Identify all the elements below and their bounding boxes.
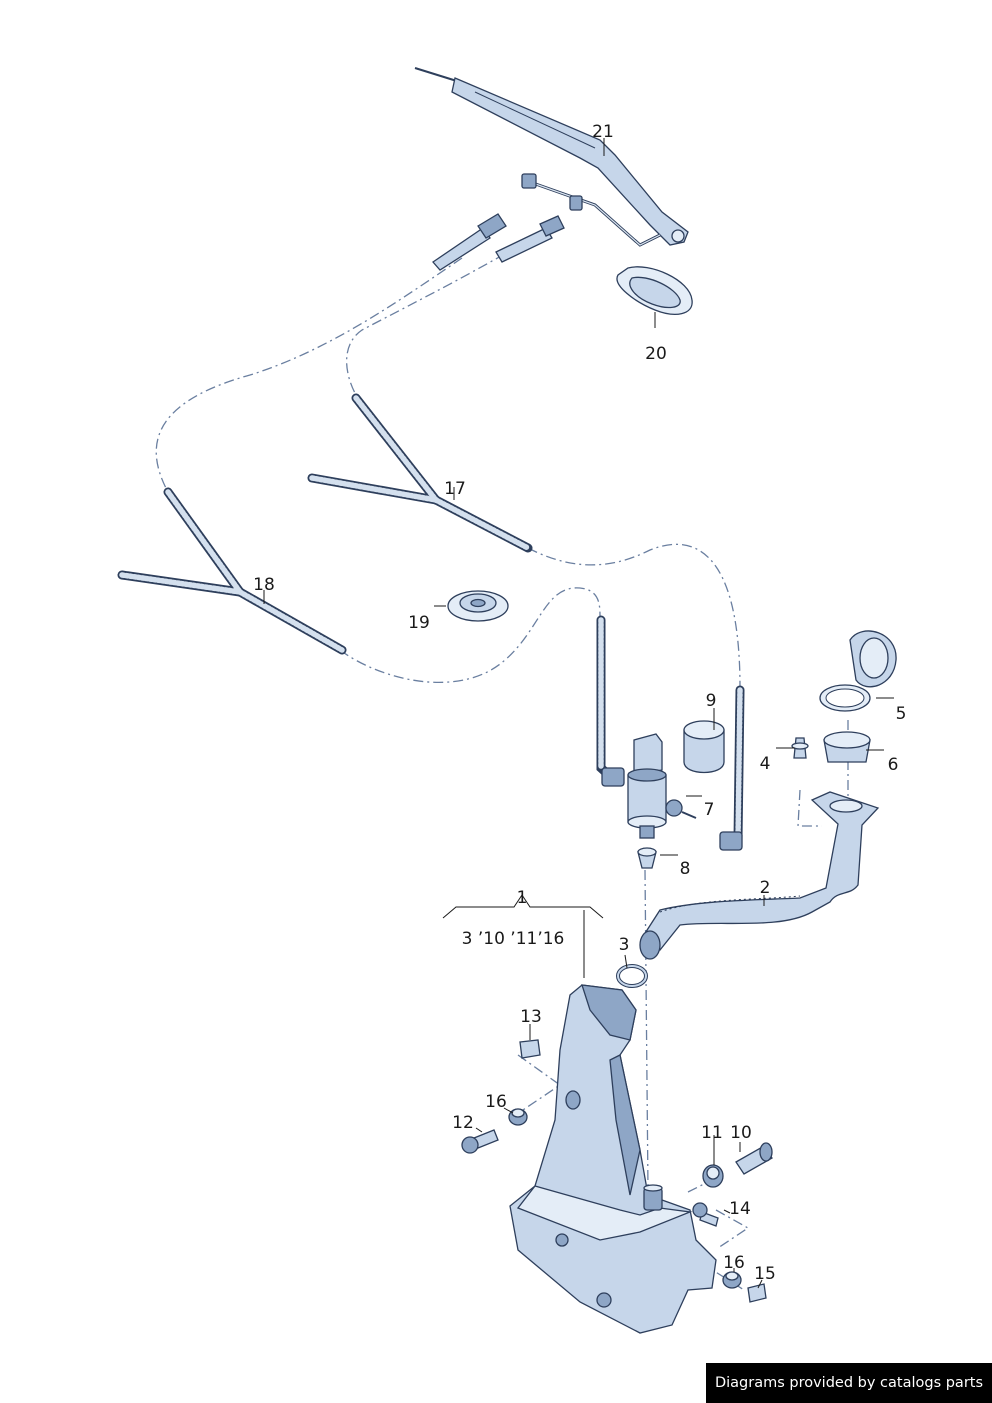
label-18: 18 — [253, 575, 275, 595]
filler-cap — [819, 630, 897, 712]
bolt-14 — [692, 1202, 719, 1227]
label-6: 6 — [888, 755, 899, 775]
label-15: 15 — [754, 1264, 776, 1284]
protective-sleeve — [683, 720, 725, 774]
label-17: 17 — [444, 479, 466, 499]
nut-13 — [519, 1039, 541, 1059]
grommet — [447, 590, 509, 622]
clip — [791, 737, 809, 759]
pump-grommet — [637, 847, 657, 869]
clip-15 — [747, 1283, 767, 1303]
hose-y-lower — [117, 487, 347, 655]
level-sender-10 — [735, 1142, 773, 1175]
label-8: 8 — [680, 859, 691, 879]
nozzle-left — [432, 213, 507, 271]
label-5: 5 — [896, 704, 907, 724]
label-11: 11 — [701, 1123, 723, 1143]
leader-lines — [263, 138, 894, 1289]
label-10: 10 — [730, 1123, 752, 1143]
label-13: 13 — [520, 1007, 542, 1027]
hose-y-upper — [307, 393, 533, 553]
washer-reservoir — [509, 984, 717, 1334]
grommet-16b — [722, 1271, 742, 1289]
label-3: 3 — [619, 935, 630, 955]
label-9: 9 — [706, 691, 717, 711]
grommet-16a — [508, 1108, 528, 1126]
filler-adapter — [823, 731, 871, 763]
hose-pump-left — [596, 615, 625, 787]
label-12: 12 — [452, 1113, 474, 1133]
label-20: 20 — [645, 344, 667, 364]
bolt-12 — [461, 1129, 499, 1154]
label-21: 21 — [592, 122, 614, 142]
label-16-lower: 16 — [723, 1253, 745, 1273]
label-1-note: 3 ’10 ’11’16 — [462, 929, 565, 949]
label-1: 1 — [517, 888, 528, 908]
grommet-11 — [702, 1164, 724, 1188]
filler-neck — [639, 791, 880, 960]
label-2: 2 — [760, 878, 771, 898]
label-14: 14 — [729, 1199, 751, 1219]
footer-credit: Diagrams provided by catalogs parts — [706, 1363, 992, 1403]
label-16-upper: 16 — [485, 1092, 507, 1112]
hose-pump-right — [719, 685, 745, 851]
nozzle-right — [495, 215, 565, 263]
callout-labels: 21 20 17 18 19 9 5 4 6 7 8 2 1 3 ’10 ’11… — [253, 122, 906, 1284]
wiper-arm — [414, 67, 689, 247]
wiper-cover-cap — [616, 266, 693, 315]
label-19: 19 — [408, 613, 430, 633]
washer-pump — [627, 733, 697, 839]
seal-ring — [616, 964, 648, 988]
assembly-lines — [155, 243, 849, 1291]
label-4: 4 — [760, 754, 771, 774]
label-7: 7 — [704, 800, 715, 820]
